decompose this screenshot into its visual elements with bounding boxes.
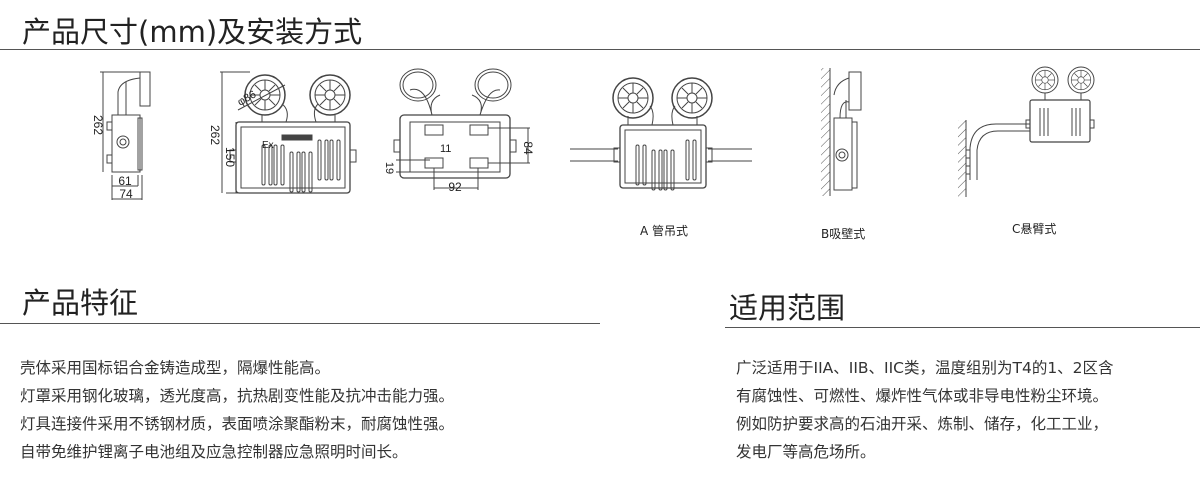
- dim-back-hole: 11: [440, 143, 451, 155]
- feature-line: 灯罩采用钢化玻璃，透光度高，抗热剧变性能及抗冲击能力强。: [20, 387, 455, 405]
- features-title: 产品特征: [22, 286, 139, 320]
- application-line: 有腐蚀性、可燃性、爆炸性气体或非导电性粉尘环境。: [736, 387, 1109, 405]
- back-view-drawing: [393, 68, 530, 190]
- applications-list: 广泛适用于IIA、IIB、IIC类，温度组别为T4的1、2区含 有腐蚀性、可燃性…: [736, 354, 1114, 466]
- application-line: 例如防护要求高的石油开采、炼制、储存，化工工业，: [736, 415, 1109, 433]
- install-a-pipe-drawing: [570, 77, 752, 191]
- dimensions-title: 产品尺寸(mm)及安装方式: [22, 15, 363, 49]
- box-marking: Ex: [262, 140, 274, 151]
- applications-divider: [725, 327, 1200, 328]
- dim-back-offset: 19: [383, 162, 395, 174]
- dim-back-hole-spacing-v: 84: [521, 141, 535, 155]
- feature-line: 灯具连接件采用不锈钢材质，表面喷涂聚酯粉末，耐腐蚀性强。: [20, 415, 455, 433]
- install-a-label: A 管吊式: [640, 224, 689, 238]
- front-view-drawing: [220, 71, 357, 194]
- feature-line: 自带免维护锂离子电池组及应急控制器应急照明时间长。: [20, 443, 408, 461]
- application-line: 广泛适用于IIA、IIB、IIC类，温度组别为T4的1、2区含: [736, 359, 1114, 377]
- feature-line: 壳体采用国标铝合金铸造成型，隔爆性能高。: [20, 359, 331, 377]
- install-b-wall-drawing: [821, 68, 862, 196]
- features-divider: [0, 323, 600, 324]
- install-c-arm-drawing: [958, 66, 1095, 197]
- side-view-drawing: [100, 71, 151, 200]
- dim-side-depth-inner: 61: [118, 174, 132, 188]
- application-line: 发电厂等高危场所。: [736, 443, 876, 461]
- features-list: 壳体采用国标铝合金铸造成型，隔爆性能高。 灯罩采用钢化玻璃，透光度高，抗热剧变性…: [20, 354, 454, 466]
- dimension-drawings: 262 61 74 Ex 262 150 φ86 84 11 19 92: [91, 66, 1095, 201]
- install-b-label: B吸壁式: [821, 227, 866, 241]
- dim-side-height: 262: [91, 115, 105, 135]
- install-c-label: C悬臂式: [1012, 222, 1057, 236]
- dim-back-hole-spacing-h: 92: [448, 180, 462, 194]
- dim-front-box-height: 150: [223, 147, 237, 167]
- dim-front-height: 262: [208, 125, 222, 145]
- dim-side-depth-outer: 74: [119, 187, 133, 201]
- title-divider: [0, 49, 1200, 50]
- applications-title: 适用范围: [729, 291, 846, 325]
